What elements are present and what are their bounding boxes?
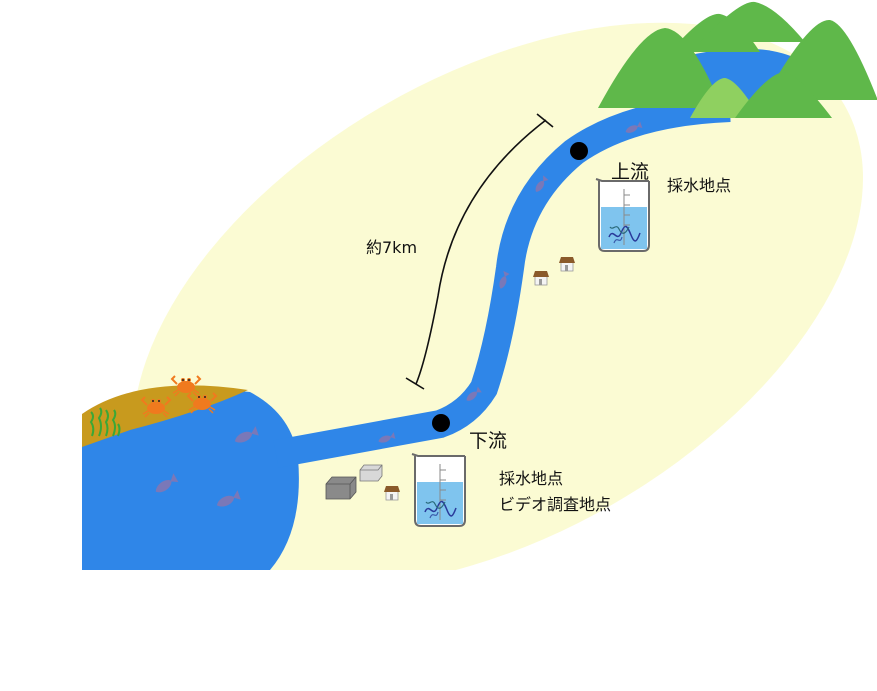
factory-icon (359, 464, 383, 482)
seaweed-icon (89, 407, 121, 437)
distance-arc (405, 113, 554, 390)
downstream-line-1: 採水地点 (499, 469, 563, 488)
house-icon (558, 256, 576, 272)
downstream-sampling-point-icon (432, 414, 450, 432)
house-icon (383, 485, 401, 501)
upstream-title: 上流 (611, 161, 649, 183)
downstream-title: 下流 (469, 430, 507, 452)
mountain-icon (598, 1, 877, 118)
upstream-line-1: 採水地点 (667, 176, 731, 195)
upstream-sampling-point-icon (570, 142, 588, 160)
upstream-beaker-icon (595, 178, 650, 252)
downstream-line-2: ビデオ調査地点 (499, 495, 611, 514)
factory-icon (325, 476, 357, 500)
distance-label: 約7km (366, 238, 417, 257)
downstream-beaker-icon (411, 453, 466, 527)
house-icon (532, 270, 550, 286)
river (273, 94, 731, 468)
